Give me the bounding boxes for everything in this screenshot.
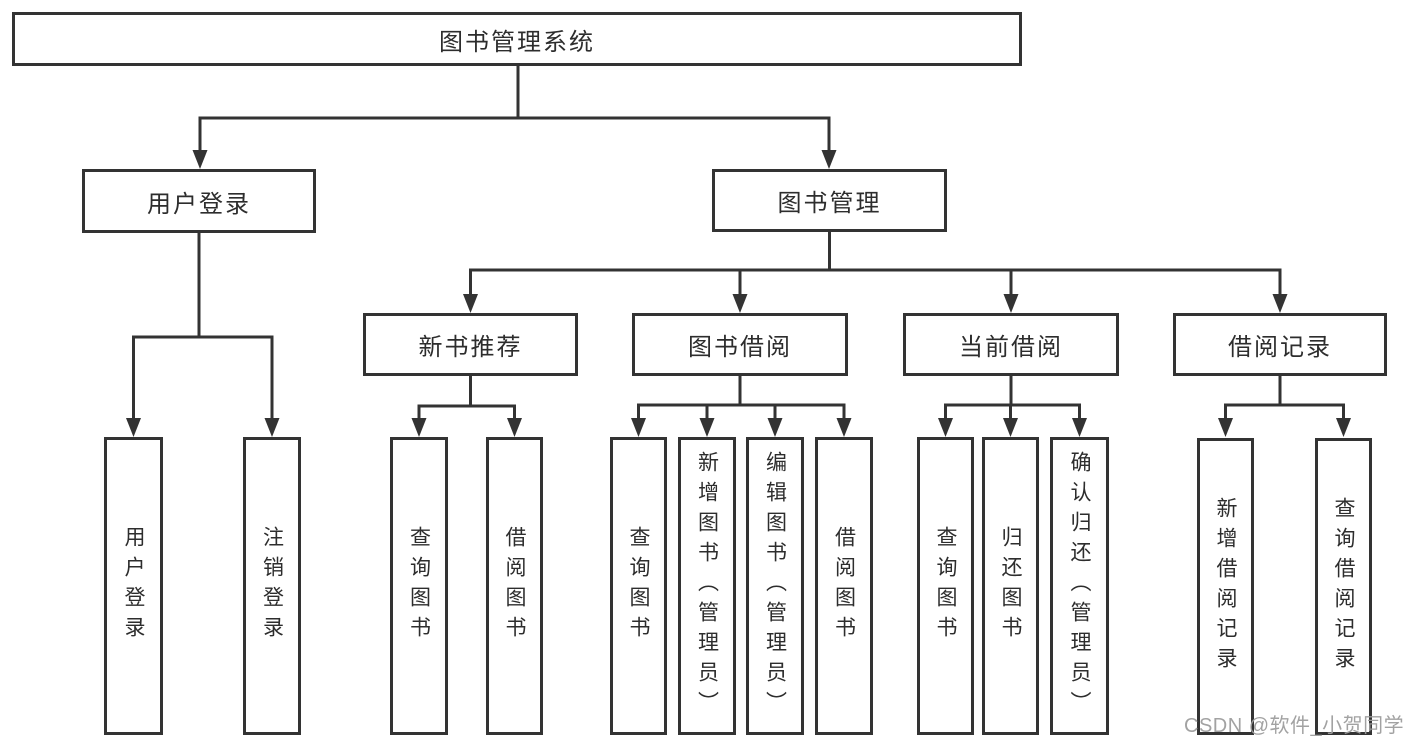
watermark-text: CSDN @软件_小贺同学 [1184, 715, 1405, 737]
arrowhead-icon [699, 418, 715, 437]
node-label: 用户登录 [122, 526, 145, 646]
node-current-borrow: 当前借阅 [903, 313, 1119, 376]
leaf-query-book-recommend: 查询图书 [390, 437, 448, 735]
leaf-borrow-book-recommend: 借阅图书 [486, 437, 543, 735]
arrowhead-icon [821, 150, 837, 169]
arrowhead-icon [1218, 418, 1233, 437]
node-label: 借阅图书 [832, 526, 856, 646]
leaf-edit-book-admin: 编辑图书（管理员） [746, 437, 804, 735]
node-label: 用户登录 [147, 190, 251, 218]
leaf-borrow-book: 借阅图书 [815, 437, 873, 735]
node-borrow-records: 借阅记录 [1173, 313, 1387, 376]
leaf-return-book: 归还图书 [982, 437, 1039, 735]
node-label: 查询图书 [407, 526, 431, 646]
connector-root-to-level2 [192, 64, 837, 169]
leaf-user-login: 用户登录 [104, 437, 163, 735]
node-label: 查询图书 [934, 526, 957, 646]
node-book-borrow: 图书借阅 [632, 313, 848, 376]
leaf-query-current-borrow: 查询图书 [917, 437, 974, 735]
connector-new-book-recommend-to-leaves [411, 374, 522, 437]
leaf-query-book: 查询图书 [610, 437, 667, 735]
arrowhead-icon [192, 150, 208, 169]
leaf-add-borrow-record: 新增借阅记录 [1197, 438, 1254, 735]
node-label: 查询借阅记录 [1332, 496, 1355, 677]
node-label: 归还图书 [999, 526, 1022, 646]
arrowhead-icon [1003, 418, 1018, 437]
arrowhead-icon [1272, 294, 1288, 313]
node-label: 图书借阅 [688, 334, 792, 361]
node-label: 新书推荐 [418, 334, 523, 361]
arrowhead-icon [631, 418, 646, 437]
arrowhead-icon [1072, 418, 1087, 437]
connector-book-management-to-level3 [463, 230, 1288, 313]
node-book-management: 图书管理 [712, 169, 947, 232]
node-label: 查询图书 [627, 526, 650, 646]
arrowhead-icon [264, 418, 280, 437]
node-label: 编辑图书（管理员） [763, 451, 787, 721]
node-user-login: 用户登录 [82, 169, 316, 233]
node-label: 新增借阅记录 [1214, 496, 1237, 677]
connector-user-login-to-leaves [126, 231, 280, 437]
arrowhead-icon [938, 418, 953, 437]
node-label: 注销登录 [260, 526, 284, 646]
connector-book-borrow-to-leaves [631, 374, 852, 437]
leaf-add-book-admin: 新增图书（管理员） [678, 437, 736, 735]
node-library-management-system: 图书管理系统 [12, 12, 1022, 66]
arrowhead-icon [126, 418, 141, 437]
arrowhead-icon [1336, 418, 1351, 437]
node-label: 借阅图书 [503, 526, 526, 646]
leaf-confirm-return-admin: 确认归还（管理员） [1050, 437, 1109, 735]
connector-current-borrow-to-leaves [938, 374, 1087, 437]
leaf-logout: 注销登录 [243, 437, 301, 735]
arrowhead-icon [732, 294, 748, 313]
node-label: 图书管理系统 [439, 28, 595, 56]
node-label: 借阅记录 [1228, 334, 1332, 361]
node-new-book-recommend: 新书推荐 [363, 313, 578, 376]
arrowhead-icon [463, 294, 478, 313]
arrowhead-icon [836, 418, 852, 437]
arrowhead-icon [1003, 294, 1019, 313]
node-label: 图书管理 [777, 190, 882, 217]
node-label: 新增图书（管理员） [695, 451, 719, 721]
node-label: 确认归还（管理员） [1068, 451, 1091, 721]
connector-borrow-records-to-leaves [1218, 374, 1351, 437]
arrowhead-icon [767, 418, 783, 437]
node-label: 当前借阅 [959, 334, 1063, 361]
arrowhead-icon [411, 418, 427, 437]
leaf-query-borrow-record: 查询借阅记录 [1315, 438, 1372, 735]
arrowhead-icon [507, 418, 522, 437]
